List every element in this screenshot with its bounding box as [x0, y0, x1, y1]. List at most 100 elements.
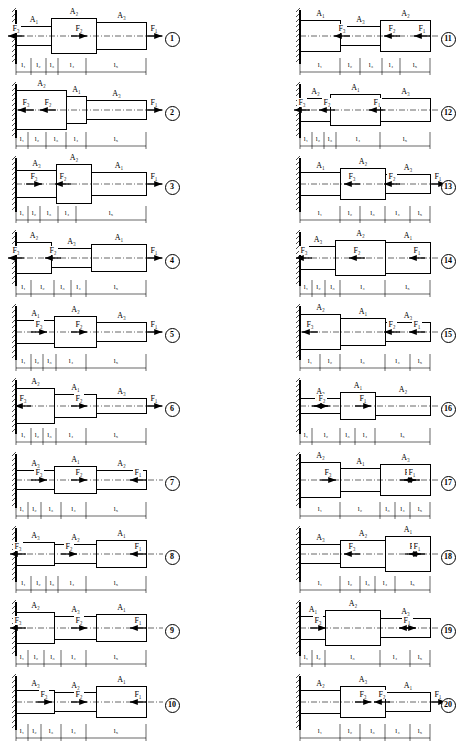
dimension-line [300, 442, 430, 443]
dimension-line [300, 294, 430, 295]
length-label: l₃ [344, 431, 350, 439]
length-label: l₁ [20, 431, 26, 439]
length-label: l₅ [108, 209, 114, 217]
extension-line [61, 650, 62, 667]
center-line [300, 480, 439, 481]
length-label: l₂ [357, 505, 363, 513]
extension-line [86, 354, 87, 371]
wall-hatch [296, 235, 300, 239]
force-arrow [319, 109, 335, 110]
force-label: F₃ [323, 468, 332, 477]
extension-line [146, 724, 147, 741]
extension-line [46, 58, 47, 75]
callout-number: 17 [441, 476, 456, 491]
bar-segment: A₂ [300, 690, 341, 714]
length-label: l₂ [34, 357, 40, 365]
wall-hatch [296, 679, 300, 683]
wall-hatch [296, 87, 300, 91]
callout-number: 5 [165, 328, 180, 343]
area-label: A₂ [301, 87, 330, 97]
force-label: F₁ [402, 616, 411, 625]
extension-line [360, 206, 361, 223]
force-label: F₁ [133, 542, 142, 551]
extension-line [16, 502, 17, 519]
extension-line [430, 428, 431, 445]
force-arrow [71, 701, 87, 702]
length-label: l₁ [307, 357, 313, 365]
variant-number: 12 [444, 108, 452, 118]
area-label: A₃ [97, 387, 146, 397]
extension-line [300, 206, 301, 223]
extension-line [430, 502, 431, 519]
length-label: l₅ [417, 505, 423, 513]
extension-line [382, 58, 383, 75]
force-arrow [18, 109, 34, 110]
bar-scheme [296, 600, 439, 667]
force-arrow [314, 405, 330, 406]
variant-number: 2 [170, 108, 174, 118]
area-label: A₁ [92, 233, 146, 243]
area-label: A₃ [301, 533, 340, 543]
force-arrow [355, 405, 371, 406]
area-label: A₂ [301, 303, 340, 313]
extension-line [146, 650, 147, 667]
force-arrow [146, 183, 162, 184]
extension-line [430, 280, 431, 297]
center-line [16, 36, 163, 37]
dimension-line [16, 72, 146, 73]
length-label: l₃ [384, 505, 390, 513]
length-label: l₃ [46, 357, 52, 365]
wall-hatch [296, 457, 300, 461]
center-line [16, 110, 163, 111]
callout-number: 13 [441, 180, 456, 195]
area-label: A₃ [97, 11, 146, 21]
length-label: l₂ [347, 209, 353, 217]
force-label: F₁ [433, 172, 442, 181]
wall-hatch [12, 349, 16, 353]
dimension-line [16, 590, 146, 591]
variant-number: 5 [170, 330, 174, 340]
length-label: l₄ [394, 727, 400, 735]
variant-number: 11 [444, 34, 452, 44]
length-label: l₂ [315, 135, 321, 143]
area-label: A₂ [17, 601, 54, 611]
center-line [16, 184, 163, 185]
length-label: l₃ [46, 431, 52, 439]
bar-segment: A₂ [56, 164, 92, 204]
extension-line [43, 428, 44, 445]
area-label: A₃ [17, 531, 54, 541]
force-arrow [71, 479, 87, 480]
center-line [300, 702, 439, 703]
extension-line [43, 354, 44, 371]
length-label: l₅ [402, 135, 408, 143]
wall-hatch [296, 127, 300, 131]
area-label: A₂ [376, 385, 430, 395]
area-label: A₂ [381, 9, 430, 19]
bar-segment: A₂ [375, 396, 431, 416]
force-arrow [320, 479, 336, 480]
callout-number: 1 [165, 32, 180, 47]
extension-line [380, 132, 381, 149]
wall-hatch [12, 452, 16, 456]
dimension-line [300, 146, 430, 147]
force-label: F₃ [13, 616, 22, 625]
length-label: l₅ [412, 61, 418, 69]
wall-hatch [296, 383, 300, 387]
area-label: A₁ [386, 681, 430, 691]
extension-line [146, 428, 147, 445]
bar-scheme [296, 452, 439, 519]
length-label: l₂ [327, 357, 333, 365]
area-label: A₃ [341, 675, 385, 685]
wall-hatch [296, 566, 300, 570]
area-label: A₂ [17, 79, 66, 89]
extension-line [146, 280, 147, 297]
extension-line [31, 354, 32, 371]
length-label: l₄ [64, 209, 70, 217]
force-label: F₃ [299, 246, 308, 255]
wall-hatch [296, 92, 300, 96]
force-arrow [146, 35, 162, 36]
wall-hatch [12, 502, 16, 506]
extension-line [300, 280, 301, 297]
extension-line [16, 132, 17, 149]
